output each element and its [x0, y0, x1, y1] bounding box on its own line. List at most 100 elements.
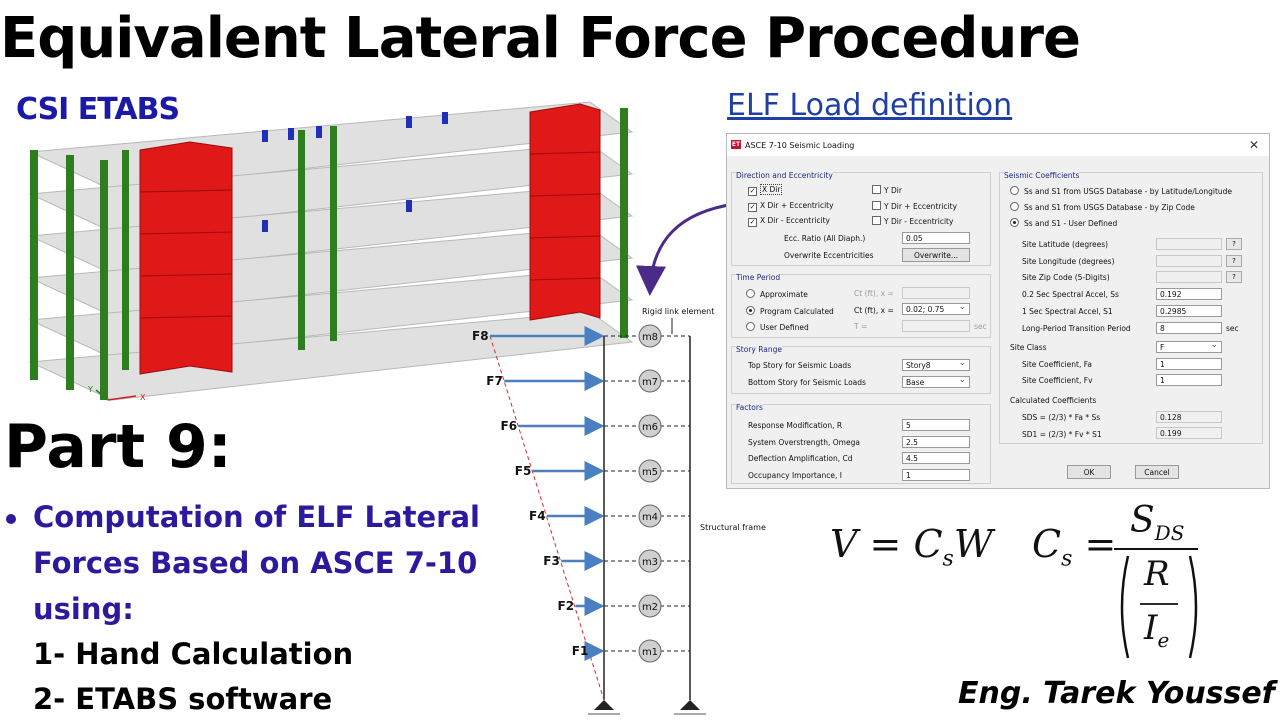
ecc-ratio-label: Ecc. Ratio (All Diaph.) — [784, 234, 866, 243]
ss-input[interactable]: 0.192 — [1156, 288, 1222, 300]
ct-label-program: Ct (ft), x = — [854, 306, 894, 315]
force-label-F5: F5 — [515, 464, 532, 478]
bottom-story-label: Bottom Story for Seismic Loads — [748, 378, 866, 387]
radio-off-icon — [1010, 186, 1019, 195]
sds-symbol: S — [1130, 500, 1155, 541]
force-label-F3: F3 — [543, 554, 560, 568]
cs-lhs-subscript: s — [1061, 546, 1073, 572]
site-zip-label: Site Zip Code (5-Digits) — [1022, 273, 1110, 282]
bullet-line-1: Computation of ELF Lateral — [33, 500, 480, 534]
latitude-help-button[interactable]: ? — [1226, 238, 1242, 250]
zip-help-button[interactable]: ? — [1226, 271, 1242, 283]
checkbox-empty-icon — [872, 185, 881, 194]
direction-group-title: Direction and Eccentricity — [736, 171, 833, 180]
seismic-loading-dialog: ET ASCE 7-10 Seismic Loading ✕ Direction… — [726, 133, 1270, 489]
overwrite-button[interactable]: Overwrite... — [902, 248, 970, 262]
t-sec-label: sec — [974, 322, 987, 331]
program-calculated-radio[interactable]: Program Calculated — [746, 306, 834, 316]
main-title: Equivalent Lateral Force Procedure — [0, 6, 1081, 71]
pointer-arrow — [635, 202, 736, 296]
y-dir-minus-ecc-checkbox[interactable]: Y Dir - Eccentricity — [872, 216, 953, 226]
ecc-ratio-input[interactable]: 0.05 — [902, 232, 970, 244]
checkbox-checked-icon: ✓ — [748, 218, 757, 227]
sds-label: SDS = (2/3) * Fa * Ss — [1022, 413, 1101, 422]
model-green-columns — [30, 108, 628, 400]
r-input[interactable]: 5 — [902, 419, 970, 431]
etabs-logo-icon: ET — [731, 140, 741, 149]
site-latitude-label: Site Latitude (degrees) — [1022, 240, 1109, 249]
force-label-F8: F8 — [472, 329, 489, 343]
author-name: Eng. Tarek Youssef — [958, 676, 1275, 711]
fv-input[interactable]: 1 — [1156, 374, 1222, 386]
ct-approx-input[interactable] — [902, 287, 970, 299]
axis-x-line — [107, 395, 137, 401]
column-1 — [30, 150, 38, 380]
axis-x-label: X — [140, 393, 146, 402]
x-dir-checkbox[interactable]: ✓X Dir — [748, 184, 783, 196]
close-icon[interactable]: ✕ — [1248, 138, 1259, 152]
elf-load-definition-label: ELF Load definition — [727, 88, 1013, 123]
bullet-dot — [6, 514, 16, 524]
usgs-zip-radio[interactable]: Ss and S1 from USGS Database - by Zip Co… — [1010, 202, 1195, 212]
y-dir-plus-ecc-checkbox[interactable]: Y Dir + Eccentricity — [872, 201, 957, 211]
ss-label: 0.2 Sec Spectral Accel, Ss — [1022, 290, 1119, 299]
cs-formula-lhs: Cs = — [1032, 522, 1117, 572]
mass-node-m1 — [638, 639, 662, 663]
bottom-story-select[interactable]: Base — [902, 375, 970, 388]
mass-label-m8: m8 — [642, 332, 658, 343]
user-defined-radio[interactable]: User Defined — [746, 322, 809, 332]
model-red-shear-walls — [139, 103, 601, 375]
site-zip-input[interactable] — [1156, 271, 1222, 283]
x-dir-plus-ecc-checkbox[interactable]: ✓X Dir + Eccentricity — [748, 201, 834, 212]
approximate-radio[interactable]: Approximate — [746, 289, 808, 299]
radio-on-icon — [1010, 218, 1019, 227]
floor-slab-3 — [28, 311, 634, 401]
mass-node-m4 — [638, 504, 662, 528]
mass-node-m3 — [638, 549, 662, 573]
x-dir-minus-ecc-checkbox[interactable]: ✓X Dir - Eccentricity — [748, 216, 830, 227]
user-defined-ss-radio[interactable]: Ss and S1 - User Defined — [1010, 218, 1117, 228]
axis-y-label: Y — [87, 385, 93, 394]
s1-input[interactable]: 0.2985 — [1156, 305, 1222, 317]
t-input[interactable] — [902, 320, 970, 332]
top-story-select[interactable]: Story8 — [902, 358, 970, 371]
column-5 — [298, 130, 305, 350]
y-dir-checkbox[interactable]: Y Dir — [872, 185, 902, 195]
tl-input[interactable]: 8 — [1156, 322, 1222, 334]
mass-label-m5: m5 — [642, 467, 658, 478]
top-story-label: Top Story for Seismic Loads — [748, 361, 852, 370]
checkbox-checked-icon: ✓ — [748, 203, 757, 212]
site-longitude-input[interactable] — [1156, 255, 1222, 267]
site-class-select[interactable]: F — [1156, 340, 1222, 353]
bullet-line-2: Forces Based on ASCE 7-10 — [33, 546, 478, 580]
sd1-value: 0.199 — [1156, 427, 1222, 439]
importance-label: Occupancy Importance, I — [748, 471, 842, 480]
part-title: Part 9: — [4, 412, 232, 482]
fa-label: Site Coefficient, Fa — [1022, 360, 1092, 369]
base-shear-formula: V = CsW — [830, 522, 993, 572]
mass-label-m7: m7 — [642, 377, 658, 388]
tl-sec-label: sec — [1226, 324, 1239, 333]
fv-label: Site Coefficient, Fv — [1022, 376, 1093, 385]
ct-program-select[interactable]: 0.02; 0.75 — [902, 302, 970, 315]
longitude-help-button[interactable]: ? — [1226, 255, 1242, 267]
column-3 — [100, 160, 108, 400]
cancel-button[interactable]: Cancel — [1135, 465, 1179, 479]
importance-input[interactable]: 1 — [902, 469, 970, 481]
fa-input[interactable]: 1 — [1156, 358, 1222, 370]
omega-input[interactable]: 2.5 — [902, 436, 970, 448]
dialog-titlebar: ET ASCE 7-10 Seismic Loading ✕ — [727, 134, 1269, 156]
ie-symbol: Ie — [1144, 608, 1170, 652]
site-latitude-input[interactable] — [1156, 238, 1222, 250]
tl-label: Long-Period Transition Period — [1022, 324, 1131, 333]
mass-label-m6: m6 — [642, 422, 658, 433]
cd-input[interactable]: 4.5 — [902, 452, 970, 464]
cd-label: Deflection Amplification, Cd — [748, 454, 853, 463]
site-class-label: Site Class — [1010, 343, 1047, 352]
mass-label-m1: m1 — [642, 647, 658, 658]
usgs-latlon-radio[interactable]: Ss and S1 from USGS Database - by Latitu… — [1010, 186, 1232, 196]
checkbox-empty-icon — [872, 216, 881, 225]
ok-button[interactable]: OK — [1067, 465, 1111, 479]
